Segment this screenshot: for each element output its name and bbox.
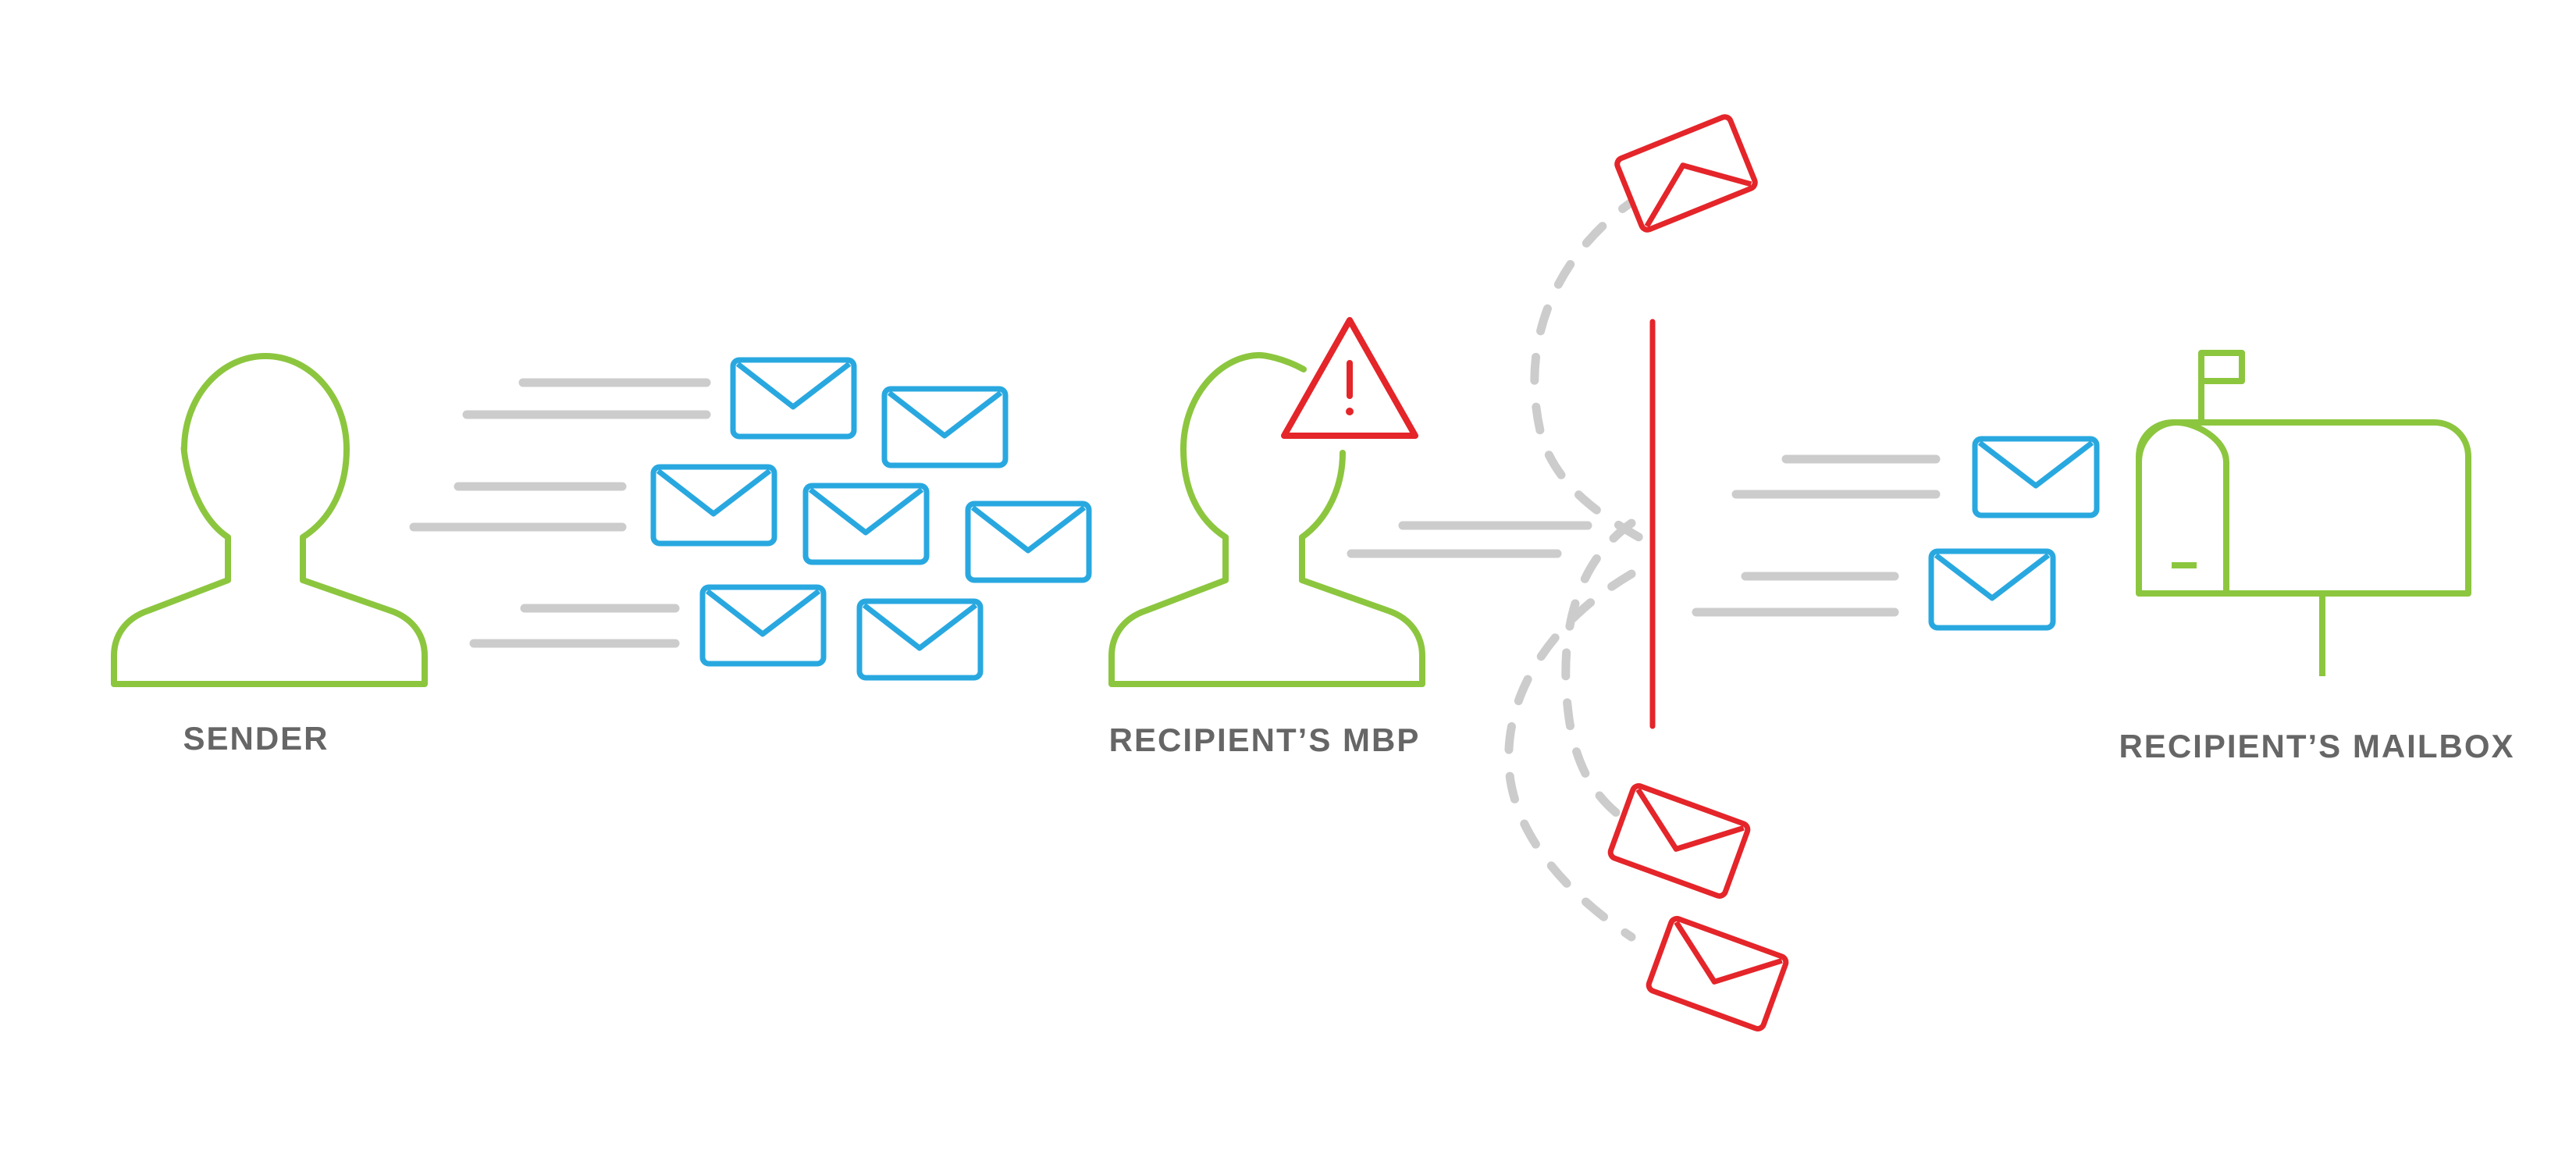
recipient-person-icon	[1108, 351, 1425, 687]
mailbox-icon	[2136, 350, 2471, 676]
sender-label: SENDER	[183, 720, 329, 757]
envelope-icon	[1972, 436, 2100, 518]
sender-person-icon	[111, 353, 428, 687]
speed-lines-delivered	[1692, 454, 1941, 617]
envelope-icon	[1646, 916, 1789, 1031]
warning-triangle-icon	[1281, 317, 1418, 439]
envelope-icon	[881, 386, 1009, 468]
envelope-icon	[856, 598, 984, 681]
recipient-mailbox-label: RECIPIENT’S MAILBOX	[2119, 728, 2514, 764]
recipient-mbp-label: RECIPIENT’S MBP	[1109, 721, 1421, 758]
envelope-icon	[1607, 783, 1751, 899]
envelope-icon	[699, 584, 827, 667]
envelope-icon	[650, 464, 777, 547]
envelope-icon	[802, 483, 930, 565]
deflected-paths	[1504, 191, 1646, 942]
envelope-icon	[965, 501, 1092, 583]
speed-lines-recipient	[1347, 521, 1592, 558]
envelope-icon	[730, 357, 857, 440]
blocked-emails	[1607, 114, 1789, 1031]
delivered-emails	[1928, 436, 2100, 631]
envelope-icon	[1928, 548, 2056, 631]
speed-lines-sender	[409, 378, 711, 648]
envelope-icon	[1614, 114, 1758, 233]
outgoing-emails	[650, 357, 1092, 681]
